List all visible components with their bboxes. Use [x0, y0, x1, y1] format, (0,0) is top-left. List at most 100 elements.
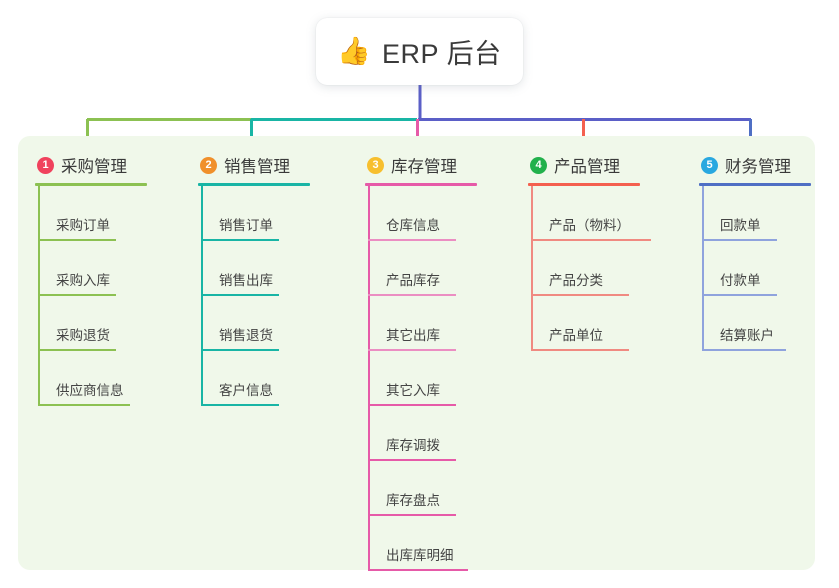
column-header-4[interactable]: 4 产品管理 — [528, 148, 640, 182]
column-items-2: 销售订单 销售出库 销售退货 客户信息 — [198, 186, 310, 406]
thumbs-up-icon: 👍 — [337, 36, 372, 66]
column-header-5[interactable]: 5 财务管理 — [699, 148, 811, 182]
list-item[interactable]: 出库库明细 — [365, 516, 477, 571]
column-title-4: 产品管理 — [554, 158, 620, 176]
list-item[interactable]: 产品库存 — [365, 241, 477, 296]
column-rule-1 — [35, 183, 147, 186]
list-item[interactable]: 结算账户 — [699, 296, 811, 351]
column-items-4: 产品（物料） 产品分类 产品单位 — [528, 186, 651, 351]
list-item[interactable]: 付款单 — [699, 241, 811, 296]
item-rule — [531, 239, 651, 241]
root-node[interactable]: 👍 ERP 后台 — [316, 18, 523, 85]
item-label: 销售出库 — [219, 273, 273, 288]
item-rule — [38, 294, 116, 296]
item-label: 产品单位 — [549, 328, 603, 343]
column-title-5: 财务管理 — [725, 158, 791, 176]
item-rule — [38, 349, 116, 351]
list-item[interactable]: 产品分类 — [528, 241, 640, 296]
column-spine-4 — [531, 186, 533, 351]
column-spine-2 — [201, 186, 203, 406]
column-spine-3 — [368, 186, 370, 571]
column-title-2: 销售管理 — [224, 158, 290, 176]
list-item[interactable]: 客户信息 — [198, 351, 310, 406]
column-items-5: 回款单 付款单 结算账户 — [699, 186, 811, 351]
branch-panel — [18, 136, 815, 570]
item-rule — [368, 459, 456, 461]
item-rule — [702, 239, 777, 241]
item-label: 结算账户 — [720, 328, 774, 343]
column-product: 4 产品管理 产品（物料） 产品分类 产品单位 — [528, 148, 651, 351]
item-label: 销售订单 — [219, 218, 273, 233]
item-label: 产品（物料） — [549, 218, 630, 233]
item-label: 库存盘点 — [386, 493, 440, 508]
column-rule-3 — [365, 183, 477, 186]
column-rule-5 — [699, 183, 811, 186]
list-item[interactable]: 销售出库 — [198, 241, 310, 296]
item-label: 采购订单 — [56, 218, 110, 233]
item-rule — [368, 349, 456, 351]
item-label: 销售退货 — [219, 328, 273, 343]
item-label: 供应商信息 — [56, 383, 124, 398]
column-badge-2: 2 — [200, 156, 217, 174]
item-rule — [201, 294, 279, 296]
item-label: 仓库信息 — [386, 218, 440, 233]
list-item[interactable]: 其它出库 — [365, 296, 477, 351]
item-rule — [368, 404, 456, 406]
item-label: 采购退货 — [56, 328, 110, 343]
item-label: 产品分类 — [549, 273, 603, 288]
item-rule — [38, 239, 116, 241]
column-spine-5 — [702, 186, 704, 351]
list-item[interactable]: 仓库信息 — [365, 186, 477, 241]
item-rule — [368, 514, 456, 516]
list-item[interactable]: 库存调拨 — [365, 406, 477, 461]
column-purchasing: 1 采购管理 采购订单 采购入库 采购退货 供应商信息 — [35, 148, 147, 406]
column-sales: 2 销售管理 销售订单 销售出库 销售退货 客户信息 — [198, 148, 310, 406]
item-rule — [201, 239, 279, 241]
list-item[interactable]: 销售退货 — [198, 296, 310, 351]
column-header-3[interactable]: 3 库存管理 — [365, 148, 477, 182]
column-finance: 5 财务管理 回款单 付款单 结算账户 — [699, 148, 811, 351]
column-spine-1 — [38, 186, 40, 406]
list-item[interactable]: 销售订单 — [198, 186, 310, 241]
item-label: 其它出库 — [386, 328, 440, 343]
item-label: 产品库存 — [386, 273, 440, 288]
root-title: ERP 后台 — [382, 39, 502, 69]
list-item[interactable]: 库存盘点 — [365, 461, 477, 516]
column-badge-4: 4 — [530, 156, 547, 174]
column-items-3: 仓库信息 产品库存 其它出库 其它入库 库存调拨 库存盘点 — [365, 186, 477, 571]
item-rule — [368, 239, 456, 241]
list-item[interactable]: 供应商信息 — [35, 351, 147, 406]
item-label: 其它入库 — [386, 383, 440, 398]
item-label: 回款单 — [720, 218, 761, 233]
column-title-1: 采购管理 — [61, 158, 127, 176]
item-rule — [702, 349, 786, 351]
item-label: 客户信息 — [219, 383, 273, 398]
list-item[interactable]: 采购退货 — [35, 296, 147, 351]
column-badge-1: 1 — [37, 156, 54, 174]
item-label: 付款单 — [720, 273, 761, 288]
item-rule — [201, 349, 279, 351]
list-item[interactable]: 回款单 — [699, 186, 811, 241]
list-item[interactable]: 其它入库 — [365, 351, 477, 406]
column-badge-5: 5 — [701, 156, 718, 174]
column-rule-2 — [198, 183, 310, 186]
list-item[interactable]: 采购订单 — [35, 186, 147, 241]
list-item[interactable]: 采购入库 — [35, 241, 147, 296]
column-title-3: 库存管理 — [391, 158, 457, 176]
item-label: 出库库明细 — [386, 548, 454, 563]
item-label: 采购入库 — [56, 273, 110, 288]
item-label: 库存调拨 — [386, 438, 440, 453]
list-item[interactable]: 产品单位 — [528, 296, 640, 351]
column-inventory: 3 库存管理 仓库信息 产品库存 其它出库 其它入库 库存调拨 — [365, 148, 477, 571]
item-rule — [38, 404, 130, 406]
item-rule — [368, 294, 456, 296]
column-header-2[interactable]: 2 销售管理 — [198, 148, 310, 182]
item-rule — [368, 569, 468, 571]
column-badge-3: 3 — [367, 156, 384, 174]
column-header-1[interactable]: 1 采购管理 — [35, 148, 147, 182]
item-rule — [531, 349, 629, 351]
item-rule — [702, 294, 777, 296]
list-item[interactable]: 产品（物料） — [528, 186, 651, 241]
item-rule — [531, 294, 629, 296]
